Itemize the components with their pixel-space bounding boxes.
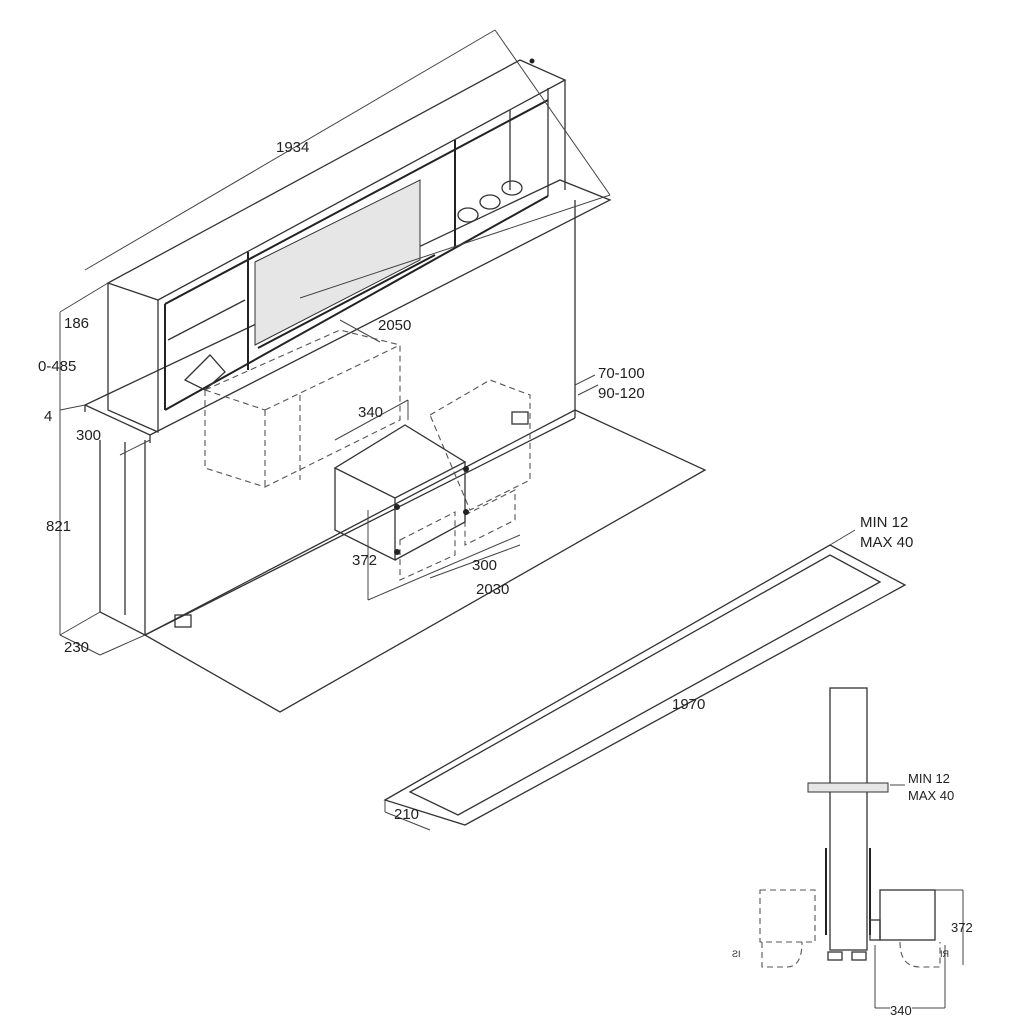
cutout-min: MIN 12 — [860, 514, 909, 531]
dim-1970: 1970 — [672, 696, 706, 713]
top-unit — [106, 58, 567, 433]
side-dim-372: 372 — [951, 920, 973, 935]
dim-340: 340 — [358, 404, 384, 421]
side-dim-340: 340 — [890, 1003, 912, 1018]
dim-2050: 2050 — [378, 317, 412, 334]
dim-372: 372 — [352, 552, 378, 569]
dim-1934: 1934 — [276, 139, 310, 156]
side-min: MIN 12 — [908, 771, 950, 786]
arrow-left-label: IS — [732, 949, 741, 959]
floor-outline — [143, 409, 707, 713]
dim-300-depth: 300 — [76, 427, 102, 444]
lower-body — [99, 200, 576, 637]
arrow-right-label: RI — [940, 949, 949, 959]
side-view — [759, 687, 964, 1009]
dim-2030: 2030 — [476, 581, 510, 598]
dim-821: 821 — [46, 518, 72, 535]
side-max: MAX 40 — [908, 788, 955, 803]
dim-300-motor: 300 — [472, 557, 498, 574]
dim-70-100: 70-100 — [598, 365, 645, 382]
dim-0-485: 0-485 — [38, 358, 77, 375]
motor-alt-positions — [204, 329, 531, 581]
motor-box — [333, 424, 469, 562]
cutout-max: MAX 40 — [860, 534, 914, 551]
dim-230: 230 — [64, 639, 90, 656]
dim-90-120: 90-120 — [598, 385, 645, 402]
dim-210: 210 — [394, 806, 420, 823]
dimension-lines — [59, 29, 611, 656]
dim-4: 4 — [44, 408, 53, 425]
cutout-strip — [383, 529, 907, 831]
dim-186: 186 — [64, 315, 90, 332]
